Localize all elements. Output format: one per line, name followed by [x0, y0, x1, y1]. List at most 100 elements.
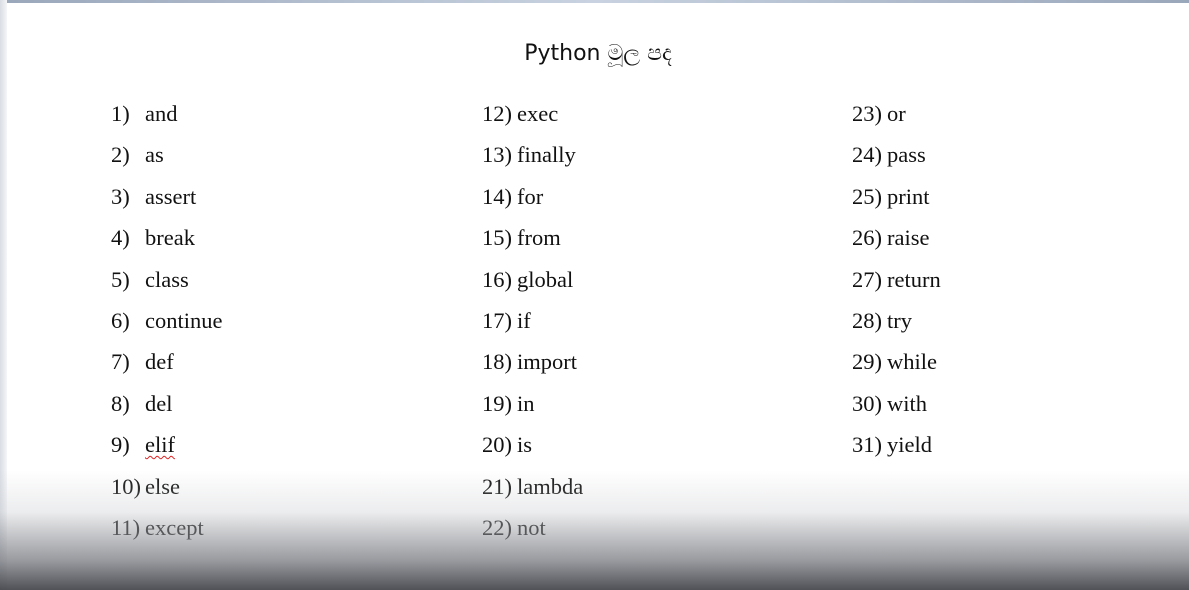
keyword-item: 12)exec: [482, 96, 583, 137]
keyword-number: 18): [482, 349, 512, 375]
keyword-number: 25): [852, 183, 882, 209]
keyword-word: def: [145, 349, 174, 375]
keyword-item: 2) as: [111, 137, 222, 178]
keyword-item: 29)while: [852, 344, 941, 385]
keyword-word: while: [887, 349, 937, 375]
keyword-word: exec: [517, 101, 559, 126]
keyword-item: 5) class: [111, 262, 222, 303]
document-page[interactable]: Python මූල පද 1) and 2) as 3) assert 4) brea…: [7, 3, 1189, 590]
keyword-word: raise: [887, 225, 930, 251]
keyword-number: 27): [852, 266, 882, 292]
keyword-number: 26): [852, 225, 882, 251]
keyword-number: 24): [852, 142, 882, 168]
keyword-item: 3) assert: [111, 179, 222, 220]
keyword-item: 19)in: [482, 386, 583, 427]
keyword-number: 19): [482, 390, 512, 416]
keyword-item: 10)else: [111, 469, 222, 510]
keyword-item: 16)global: [482, 262, 583, 303]
keyword-number: 10): [111, 473, 141, 499]
keyword-word: in: [517, 390, 535, 416]
keyword-item: 11)except: [111, 510, 222, 551]
keyword-item: 20)is: [482, 427, 583, 468]
keyword-word: or: [887, 101, 906, 126]
keyword-word: continue: [145, 307, 223, 333]
keyword-number: 12): [482, 101, 512, 126]
keyword-word: and: [145, 101, 178, 126]
keyword-number: 20): [482, 432, 512, 458]
keyword-column-2: 12)exec 13)finally 14)for 15)from 16)glo…: [482, 96, 583, 551]
keyword-number: 4): [111, 225, 130, 251]
keyword-item: 7) def: [111, 344, 222, 385]
keyword-word: import: [517, 349, 577, 375]
keyword-number: 28): [852, 307, 882, 333]
keyword-item: 28)try: [852, 303, 941, 344]
keyword-word: try: [887, 307, 912, 333]
keyword-number: 7): [111, 349, 130, 375]
keyword-word: else: [145, 473, 180, 499]
keyword-word: from: [517, 225, 561, 251]
keyword-item: 21)lambda: [482, 469, 583, 510]
keyword-number: 15): [482, 225, 512, 251]
keyword-number: 22): [482, 514, 512, 540]
keyword-word: return: [887, 266, 941, 292]
keyword-item: 22)not: [482, 510, 583, 551]
keyword-word: class: [145, 266, 189, 292]
keyword-word: not: [517, 514, 546, 540]
keyword-number: 31): [852, 432, 882, 458]
keyword-number: 11): [111, 514, 141, 540]
keyword-number: 3): [111, 183, 130, 209]
keyword-word: break: [145, 225, 195, 251]
keyword-number: 5): [111, 266, 130, 292]
keyword-column-3: 23)or 24)pass 25)print 26)raise 27)retur…: [852, 96, 941, 469]
keyword-item: 6) continue: [111, 303, 222, 344]
keyword-word: print: [887, 183, 930, 209]
keyword-word: as: [145, 142, 164, 168]
keyword-item: 14)for: [482, 179, 583, 220]
keyword-number: 16): [482, 266, 512, 292]
left-margin-edge: [0, 0, 7, 590]
keyword-item: 23)or: [852, 96, 941, 137]
keyword-word: global: [517, 266, 574, 292]
keyword-word: lambda: [517, 473, 584, 499]
keyword-item: 13)finally: [482, 137, 583, 178]
keyword-item: 30)with: [852, 386, 941, 427]
keyword-number: 1): [111, 101, 130, 126]
keyword-word: finally: [517, 142, 576, 168]
keyword-item: 26)raise: [852, 220, 941, 261]
document-title: Python මූල පද: [524, 41, 672, 66]
keyword-word-spellcheck-flagged[interactable]: elif: [145, 432, 175, 458]
keyword-number: 6): [111, 307, 130, 333]
keyword-word: is: [517, 432, 533, 458]
keyword-number: 2): [111, 142, 130, 168]
keyword-number: 14): [482, 183, 512, 209]
keyword-item: 15)from: [482, 220, 583, 261]
keyword-word: yield: [887, 432, 932, 458]
keyword-word: pass: [887, 142, 926, 168]
keyword-item: 24)pass: [852, 137, 941, 178]
keyword-number: 8): [111, 390, 130, 416]
keyword-word: del: [145, 390, 173, 416]
keyword-item: 27)return: [852, 262, 941, 303]
keyword-number: 9): [111, 432, 130, 458]
keyword-word: assert: [145, 183, 197, 209]
keyword-word: for: [517, 183, 544, 209]
keyword-item: 4) break: [111, 220, 222, 261]
keyword-word: with: [887, 390, 928, 416]
keyword-column-1: 1) and 2) as 3) assert 4) break 5) class 6) co…: [111, 96, 222, 551]
keyword-word: if: [517, 307, 531, 333]
keyword-number: 17): [482, 307, 512, 333]
keyword-number: 29): [852, 349, 882, 375]
top-ruler: [0, 0, 1189, 3]
keyword-item: 25)print: [852, 179, 941, 220]
keyword-number: 23): [852, 101, 882, 126]
keyword-item: 17)if: [482, 303, 583, 344]
keyword-item: 8) del: [111, 386, 222, 427]
keyword-number: 30): [852, 390, 882, 416]
keyword-item: 31)yield: [852, 427, 941, 468]
keyword-number: 21): [482, 473, 512, 499]
keyword-number: 13): [482, 142, 512, 168]
keyword-word: except: [145, 514, 204, 540]
keyword-item: 9) elif: [111, 427, 222, 468]
keyword-item: 18)import: [482, 344, 583, 385]
